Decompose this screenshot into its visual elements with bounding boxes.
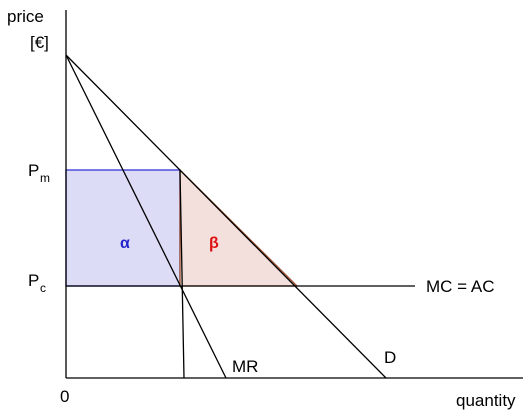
marginal-revenue-curve (65, 54, 227, 379)
svg-text:P: P (28, 271, 39, 290)
alpha-label: α (120, 235, 130, 252)
competitive-price-label: P c (28, 271, 46, 295)
y-axis-unit: [€] (30, 33, 49, 52)
marginal-cost-label: MC = AC (426, 277, 495, 296)
demand-label: D (384, 348, 396, 367)
x-axis-label: quantity (456, 391, 516, 410)
alpha-region (65, 169, 181, 287)
svg-text:m: m (40, 171, 50, 185)
beta-label: β (209, 235, 219, 252)
marginal-revenue-label: MR (232, 357, 258, 376)
origin-label: 0 (60, 387, 69, 406)
svg-text:c: c (40, 281, 46, 295)
marginal-cost-rising-segment (179, 169, 185, 379)
y-axis-label: price (7, 7, 44, 26)
demand-curve (65, 54, 387, 379)
monopoly-price-label: P m (28, 161, 50, 185)
svg-text:P: P (28, 161, 39, 180)
